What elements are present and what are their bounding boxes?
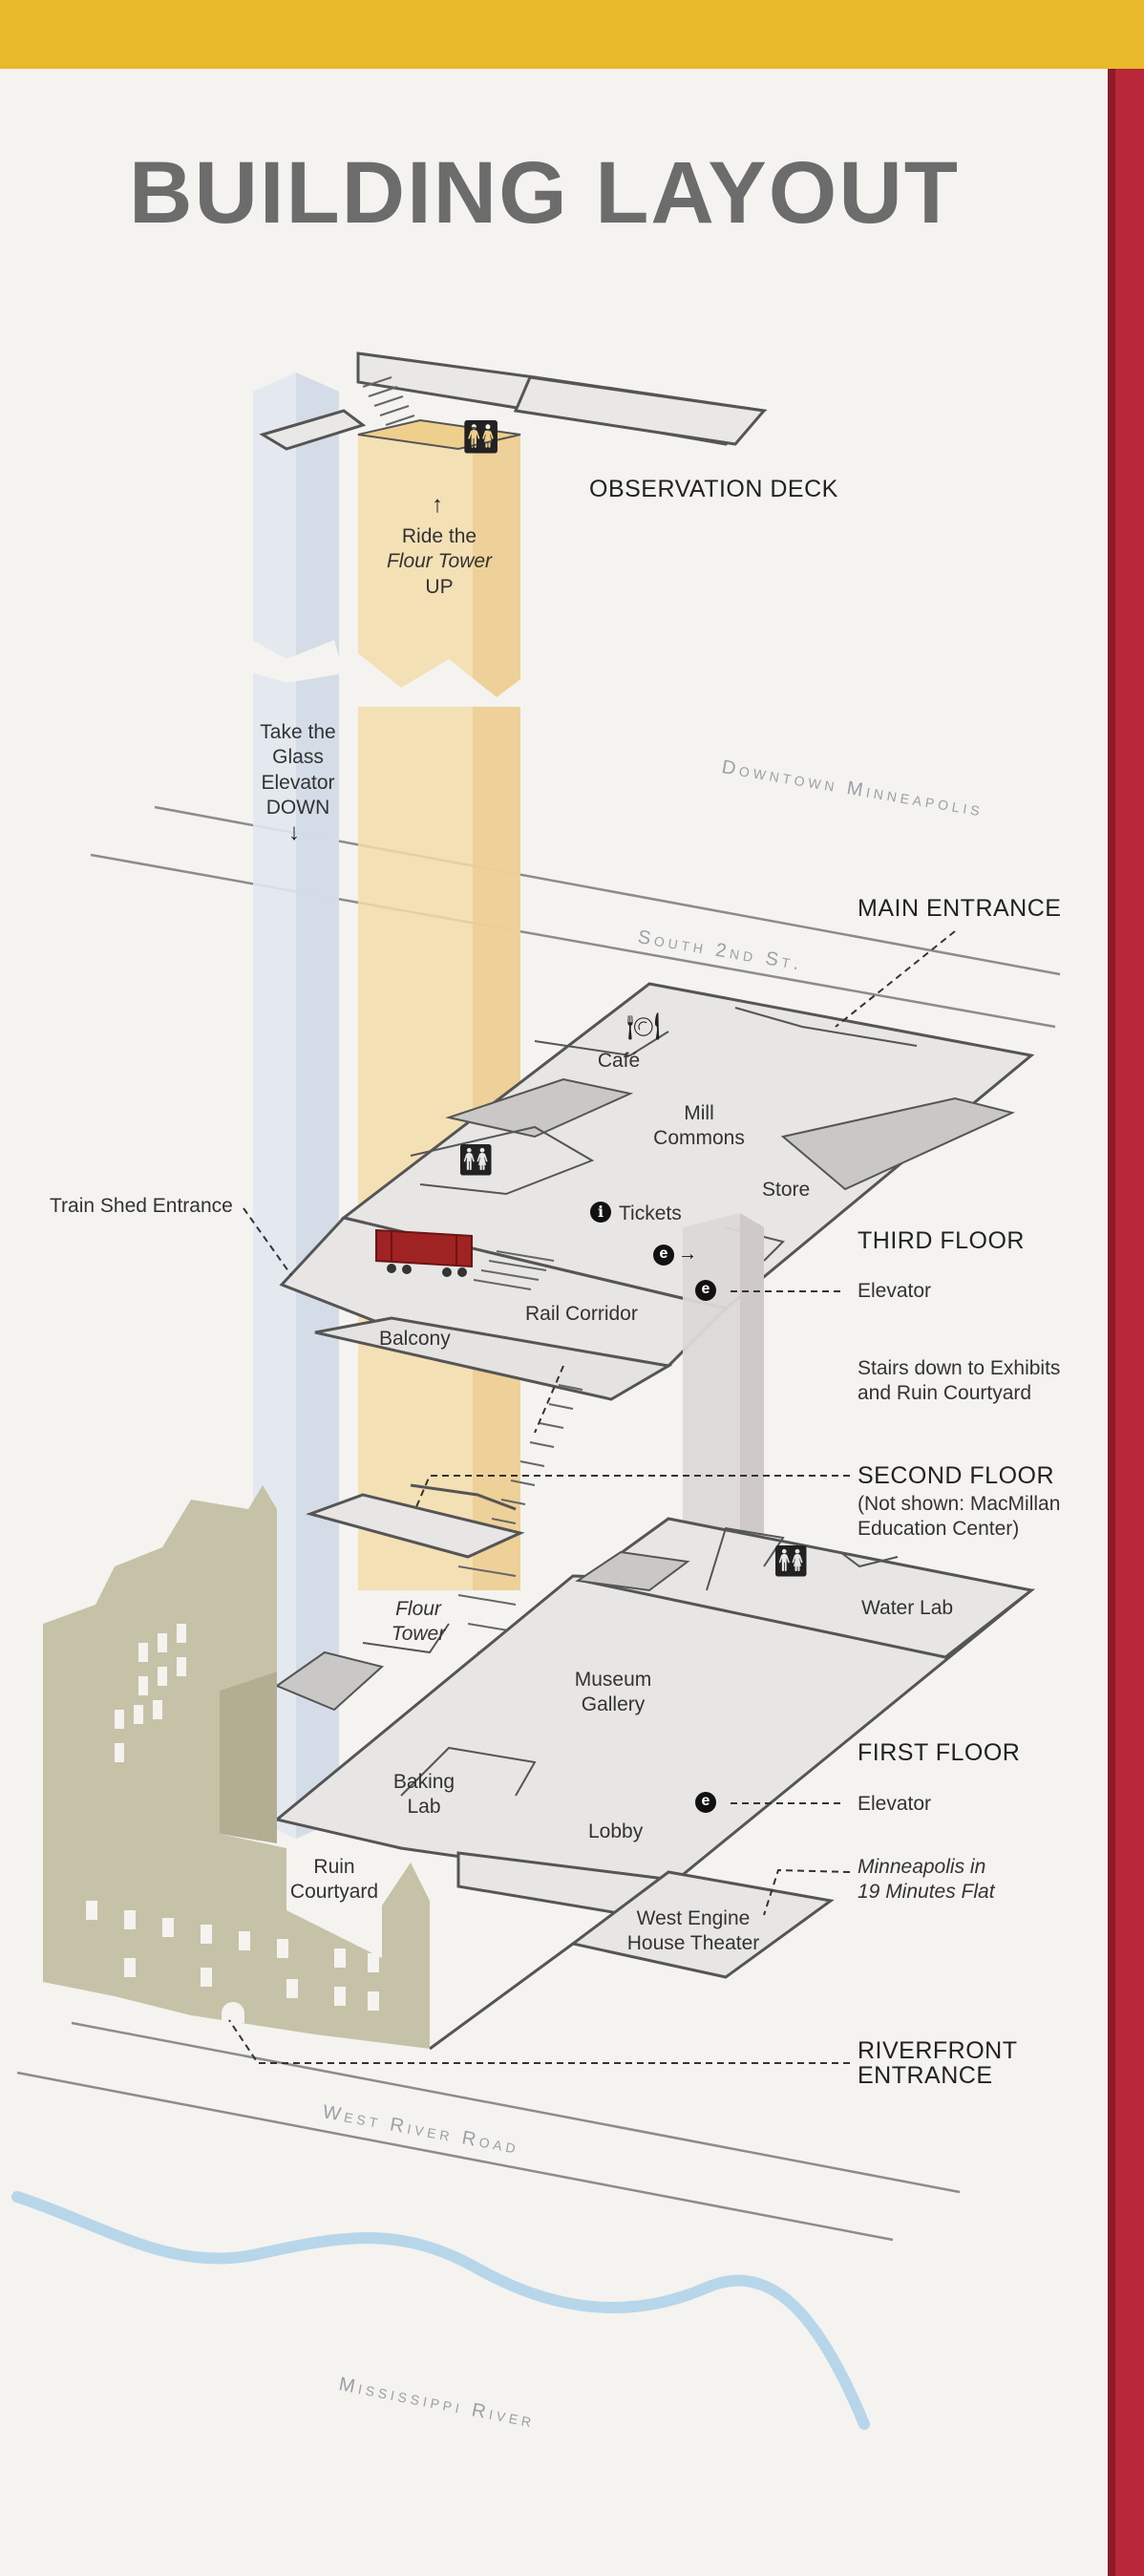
lobby-label: Lobby — [588, 1820, 644, 1842]
first-floor-label: FIRST FLOOR — [858, 1739, 1021, 1766]
boxcar-icon — [375, 1228, 473, 1277]
glass-elevator-down-label: Take the Glass Elevator DOWN — [260, 721, 336, 819]
train-shed-entrance-label: Train Shed Entrance — [50, 1195, 233, 1217]
balcony-label: Balcony — [379, 1328, 451, 1350]
elevator-icon: e — [695, 1280, 716, 1301]
restroom-icon: 🚻︎ — [456, 1142, 496, 1177]
glass-elevator-column — [239, 373, 344, 1839]
water-lab-label: Water Lab — [861, 1597, 954, 1619]
river-line — [11, 2191, 870, 2430]
arrow-up-icon: ↑ — [432, 492, 443, 518]
elevator-icon: e — [653, 1245, 674, 1266]
elevator-third-label: Elevator — [858, 1280, 932, 1302]
deck-stairs — [362, 376, 415, 426]
top-color-bar — [0, 0, 1144, 69]
leader-lines — [228, 930, 956, 2064]
third-floor-label: THIRD FLOOR — [858, 1227, 1025, 1254]
restroom-icon: 🚻︎ — [460, 419, 502, 456]
side-color-band — [1108, 69, 1144, 2576]
second-floor-plan — [306, 1483, 525, 1559]
page-title: BUILDING LAYOUT — [129, 144, 960, 242]
cafe-label: Café — [597, 1050, 641, 1072]
third-floor-stairs — [473, 1250, 555, 1290]
cafe-icon: 🍽︎ — [626, 1011, 661, 1041]
street-lines — [16, 805, 1061, 2242]
first-floor-plan — [273, 1517, 1036, 2051]
elevator-first-label: Elevator — [858, 1793, 932, 1815]
second-floor-label: SECOND FLOOR — [858, 1462, 1055, 1489]
store-label: Store — [762, 1179, 811, 1201]
flour-tower-up-label: Ride the Flour Tower UP — [386, 525, 493, 598]
arrow-right-icon: → — [678, 1244, 697, 1265]
elevator-icon: e — [695, 1792, 716, 1813]
observation-deck-plan — [259, 351, 768, 451]
ruin-walls — [43, 1485, 430, 2049]
arrow-down-icon: ↓ — [288, 820, 300, 845]
info-icon: i — [590, 1202, 611, 1223]
rail-corridor-label: Rail Corridor — [525, 1303, 638, 1325]
restroom-icon: 🚻︎ — [772, 1543, 811, 1578]
main-entrance-label: MAIN ENTRANCE — [858, 895, 1062, 922]
tickets-label: Tickets — [619, 1203, 682, 1224]
observation-deck-label: OBSERVATION DECK — [589, 476, 838, 502]
